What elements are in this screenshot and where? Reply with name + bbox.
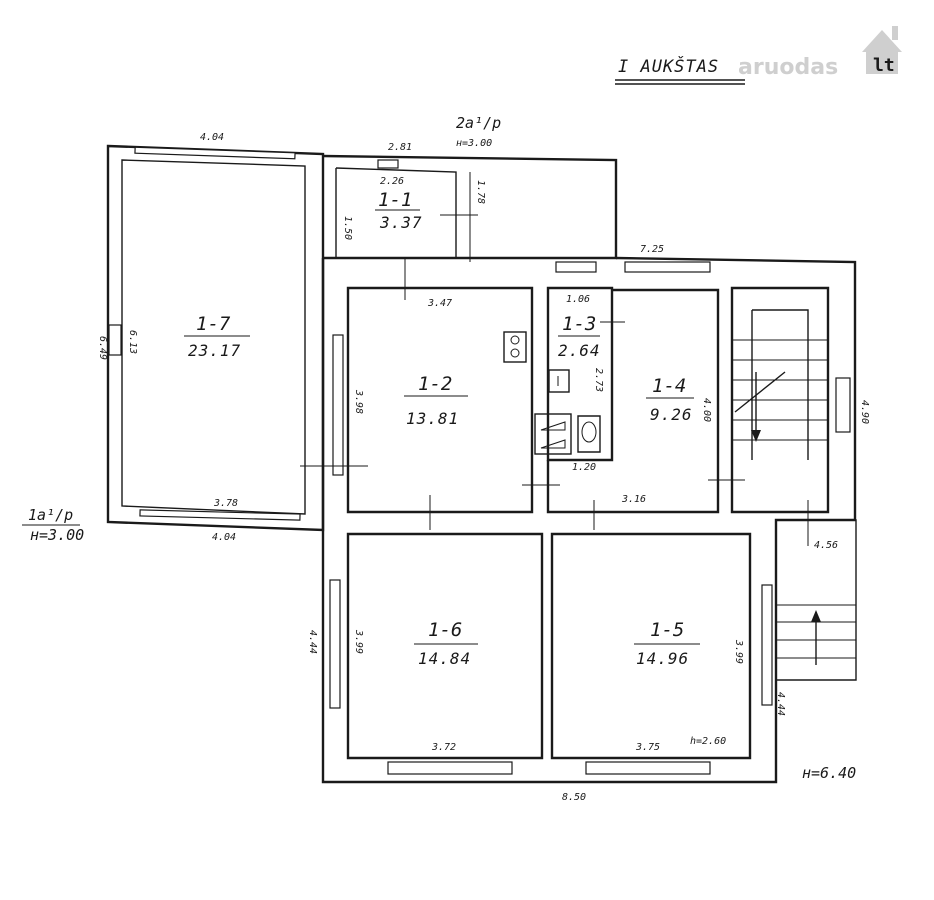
room-1-6-number: 1-6	[428, 619, 462, 641]
dim-2-26: 2.26	[380, 176, 404, 187]
note-top-fraction: 2a¹/p	[456, 114, 501, 132]
dim-7-25: 7.25	[640, 244, 664, 255]
stairwell	[730, 286, 851, 546]
room-1-1-number: 1-1	[378, 189, 412, 211]
room-1-7-number: 1-7	[196, 313, 231, 335]
boiler-icon	[534, 413, 572, 455]
dim-8-50: 8.50	[562, 792, 586, 803]
note-room-height: h=2.60	[690, 736, 726, 747]
dim-3-75: 3.75	[635, 742, 660, 753]
chimney-icon	[892, 26, 898, 40]
room-1-2-walls	[300, 286, 560, 530]
stove-icon	[503, 331, 527, 363]
note-top-height: н=3.00	[456, 138, 492, 149]
dim-3-16: 3.16	[621, 494, 646, 505]
note-left-fraction: 1a¹/p	[28, 506, 73, 524]
room-1-1-area: 3.37	[379, 213, 423, 232]
dim-4-44-left: 4.44	[307, 630, 318, 654]
watermark-text: aruodas	[738, 55, 838, 80]
room-1-3-walls	[534, 261, 625, 462]
room-1-1-window	[377, 159, 399, 169]
dim-3-98: 3.98	[353, 389, 364, 414]
stove-burner-icon	[510, 335, 520, 345]
room-1-5-area: 14.96	[636, 649, 689, 668]
dim-3-78: 3.78	[213, 498, 238, 509]
dim-1-50: 1.50	[342, 216, 353, 240]
room-1-3-area: 2.64	[558, 341, 601, 360]
dim-4-04-bottom: 4.04	[212, 532, 236, 543]
room-1-2-area: 13.81	[406, 409, 459, 428]
stair-break-line	[734, 371, 786, 413]
room-1-4-number: 1-4	[652, 375, 686, 397]
room-1-5-number: 1-5	[650, 619, 684, 641]
room-1-4-area: 9.26	[650, 405, 693, 424]
room-1-5-walls	[550, 532, 773, 775]
watermark-suffix: lt	[873, 55, 895, 76]
main-house-walls	[321, 154, 857, 784]
dim-1-78: 1.78	[475, 180, 486, 204]
dim-2-73: 2.73	[593, 368, 604, 392]
room-1-6-area: 14.84	[418, 649, 471, 668]
dim-2-81: 2.81	[388, 142, 412, 153]
dim-1-20: 1.20	[572, 462, 596, 473]
room-1-7-walls	[106, 144, 325, 532]
house-roof-icon	[862, 30, 902, 52]
room-1-4-walls	[546, 261, 745, 530]
toilet-icon	[577, 415, 601, 453]
dim-6-49: 6.49	[97, 336, 108, 360]
room-1-7-area: 23.17	[188, 341, 241, 360]
dim-4-04-top: 4.04	[200, 132, 224, 143]
note-left-height: н=3.00	[30, 526, 84, 544]
sink-icon	[548, 369, 570, 393]
dim-3-72: 3.72	[431, 742, 456, 753]
floor-title: I AUKŠTAS	[615, 55, 745, 85]
dim-4-90: 4.90	[859, 400, 870, 424]
dimension-labels: 4.04 2.81 2.26 1.50 1.78 7.25 3.47 1.06 …	[97, 132, 870, 803]
notes: 2a¹/p н=3.00 1a¹/p н=3.00 н=6.40 h=2.60	[22, 114, 856, 782]
room-1-6-walls	[329, 532, 544, 775]
dim-4-56: 4.56	[814, 540, 838, 551]
dim-1-06: 1.06	[566, 294, 590, 305]
note-total-height: н=6.40	[802, 764, 856, 782]
dim-3-99-right: 3.99	[733, 639, 744, 664]
house-icon	[866, 50, 898, 74]
dim-4-00: 4.00	[701, 398, 712, 422]
floor-title-text: I AUKŠTAS	[618, 55, 719, 77]
room-1-2-number: 1-2	[418, 373, 452, 395]
dim-3-47: 3.47	[427, 298, 452, 309]
entrance-stairs	[776, 604, 856, 665]
room-labels: 1-1 3.37 1-2 13.81 1-3 2.64 1-4 9.26 1-5…	[184, 189, 700, 668]
stove-burner-icon-2	[510, 348, 520, 358]
dim-6-13: 6.13	[127, 330, 138, 354]
watermark: aruodas lt	[738, 26, 902, 80]
dim-3-99-left: 3.99	[353, 629, 364, 654]
room-1-3-number: 1-3	[562, 313, 596, 335]
dim-4-44-right: 4.44	[775, 692, 786, 716]
